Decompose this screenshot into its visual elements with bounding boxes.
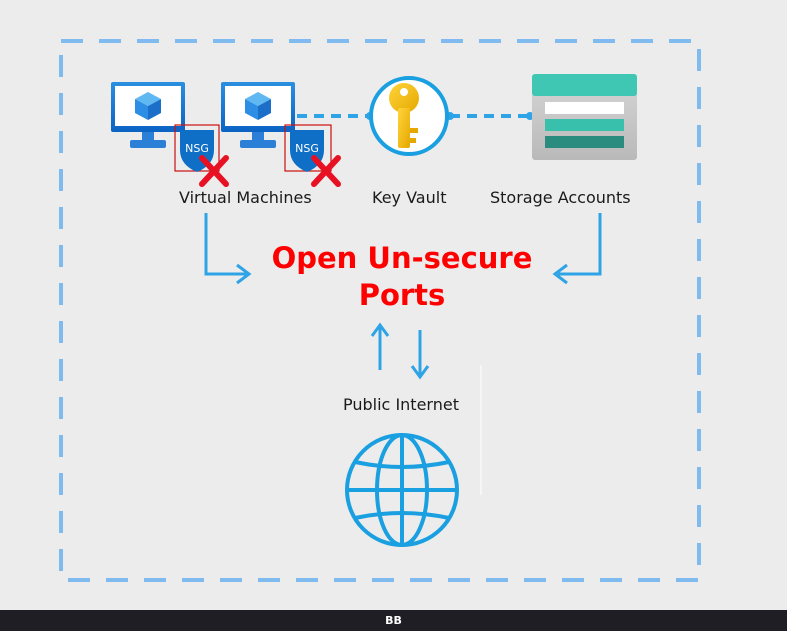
dashed-boundary <box>59 39 701 582</box>
diagram-canvas: NSG NSG <box>59 39 701 582</box>
key-vault-icon <box>369 76 449 156</box>
public-internet-label: Public Internet <box>343 395 459 414</box>
storage-accounts-label: Storage Accounts <box>490 188 631 207</box>
key-vault-label: Key Vault <box>372 188 447 207</box>
virtual-machine-icon <box>221 82 295 148</box>
nsg-label: NSG <box>185 142 209 155</box>
footer-label: BB <box>385 614 402 627</box>
arrow-icon <box>552 213 602 285</box>
arrow-icon <box>204 213 252 285</box>
virtual-machines-label: Virtual Machines <box>179 188 312 207</box>
architecture-diagram: NSG NSG <box>59 39 701 582</box>
arrow-icon <box>370 322 390 370</box>
footer-bar: BB <box>0 610 787 631</box>
storage-account-icon <box>532 74 637 160</box>
nsg-label: NSG <box>295 142 319 155</box>
globe-icon <box>345 433 459 547</box>
title-line-1: Open Un-secure <box>271 241 533 275</box>
arrow-icon <box>410 330 430 380</box>
deny-x-icon <box>311 155 341 187</box>
deny-x-icon <box>199 155 229 187</box>
title-line-2: Ports <box>358 278 446 312</box>
virtual-machine-icon <box>111 82 185 148</box>
diagram-title: Open Un-secure Ports <box>252 240 552 314</box>
